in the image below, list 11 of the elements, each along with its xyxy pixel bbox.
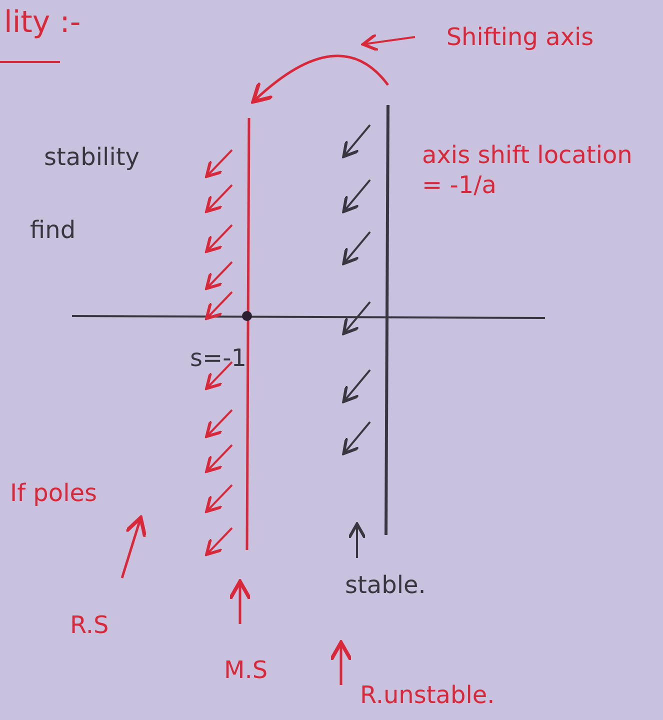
annotation-text: stability: [44, 142, 140, 172]
annotation-text: find: [30, 215, 77, 245]
annotation-text: Shifting axis: [445, 22, 595, 52]
region-label: R.S: [70, 610, 110, 640]
heading-text: lity :-: [4, 4, 82, 42]
point-label: s=-1: [190, 343, 248, 373]
region-label: M.S: [224, 655, 269, 685]
annotation-text: axis shift location = -1/a: [422, 140, 634, 200]
annotation-text: If poles: [10, 478, 98, 508]
region-label: stable.: [345, 570, 427, 600]
region-label: R.unstable.: [360, 680, 496, 710]
